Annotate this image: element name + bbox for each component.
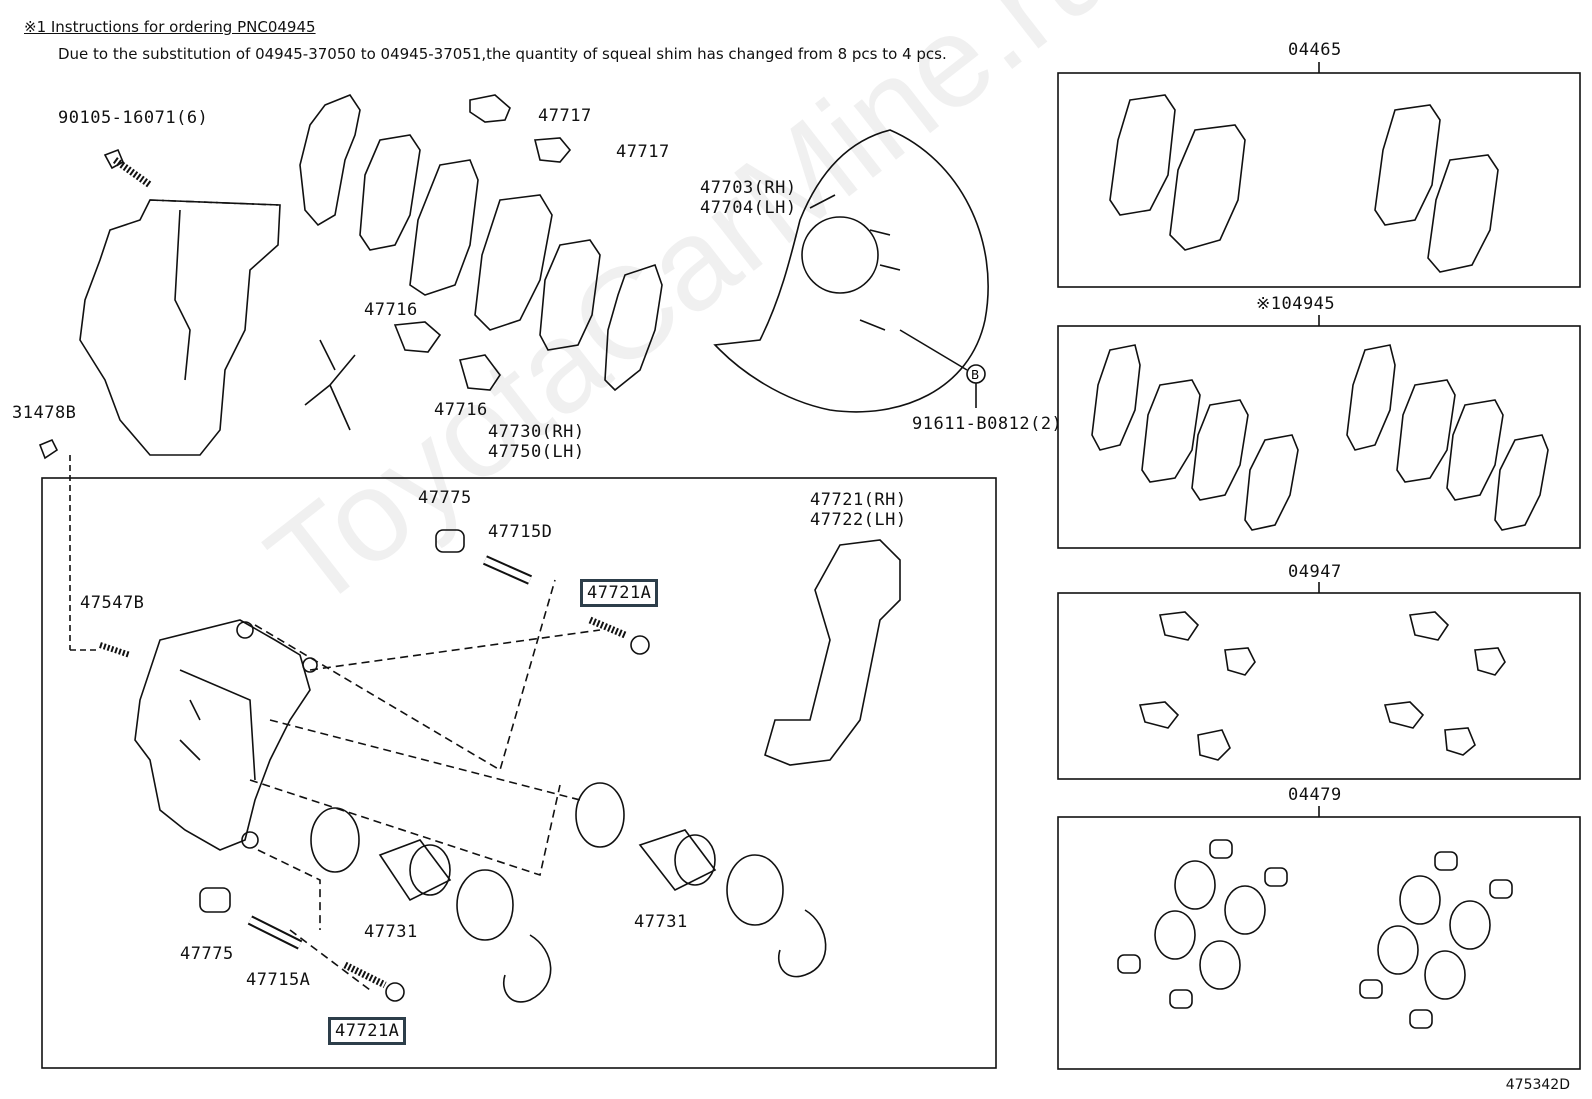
- seal-1: [310, 807, 360, 873]
- label-kit-04947: 04947: [1288, 562, 1342, 582]
- label-47775-bottom: 47775: [180, 944, 234, 964]
- label-47775-top: 47775: [418, 488, 472, 508]
- kit-04947-clip-4: [1197, 729, 1231, 761]
- piston-47731-b: [638, 829, 717, 892]
- kit-04945-shim-3: [1191, 399, 1249, 501]
- pad-shim-3: [539, 239, 601, 351]
- bolt-47721a-top: [588, 616, 650, 655]
- label-47715a: 47715A: [246, 970, 311, 990]
- kit-04947-clip-3: [1138, 701, 1180, 729]
- label-47716-a: 47716: [364, 300, 418, 320]
- label-47715d: 47715D: [488, 522, 553, 542]
- kit-04465-pad-3: [1374, 104, 1441, 226]
- label-47717-b: 47717: [616, 142, 670, 162]
- label-caliper-rh: 47730(RH): [488, 422, 585, 442]
- pin-47715a: [247, 915, 303, 950]
- label-dust-cover-lh: 47704(LH): [700, 198, 797, 218]
- boot-seal-2: [726, 854, 784, 926]
- kit-box-04945: [1057, 325, 1581, 549]
- kit-04479-right: [1359, 851, 1513, 1029]
- label-mount-lh: 47722(LH): [810, 510, 907, 530]
- kit-04945-shim-6: [1396, 379, 1456, 483]
- ordering-note-body: Due to the substitution of 04945-37050 t…: [58, 45, 947, 63]
- kit-04947-clip-2: [1224, 647, 1256, 676]
- caliper-mount-bracket: [764, 539, 901, 766]
- kit-04465-pad-2: [1169, 124, 1246, 251]
- kit-04947-clip-5: [1409, 611, 1450, 641]
- kit-04479-left: [1117, 839, 1288, 1009]
- label-47731-b: 47731: [634, 912, 688, 932]
- label-47717-a: 47717: [538, 106, 592, 126]
- label-47721a-bottom: 47721A: [328, 1017, 407, 1045]
- label-dust-cover-rh: 47703(RH): [700, 178, 797, 198]
- kit-04465-pad-1: [1109, 94, 1176, 216]
- pad-shim-4: [604, 263, 663, 392]
- figure-reference: 475342D: [1505, 1077, 1570, 1093]
- seal-2: [575, 782, 625, 848]
- kit-04945-shim-8: [1494, 434, 1549, 531]
- kit-box-04947: [1057, 592, 1581, 780]
- kit-04945-shim-1: [1091, 344, 1141, 451]
- kit-box-04479: [1057, 816, 1581, 1070]
- label-caliper-lh: 47750(LH): [488, 442, 585, 462]
- label-47547b: 47547B: [80, 593, 145, 613]
- kit-04947-clip-6: [1474, 647, 1506, 676]
- boot-seal-1: [456, 869, 514, 941]
- pin-47715d: [482, 555, 533, 585]
- bolt-47721a-bottom: [343, 961, 405, 1002]
- steering-knuckle: [79, 199, 281, 456]
- label-screw-b: 91611-B0812(2): [912, 414, 1063, 434]
- label-bolt-top: 90105-16071(6): [58, 108, 209, 128]
- pad-shim-1: [299, 94, 361, 227]
- clip-47717-b: [533, 137, 572, 163]
- label-kit-04465: 04465: [1288, 40, 1342, 60]
- pad-1: [409, 159, 479, 296]
- bleeder-screw-47547b: [99, 642, 131, 658]
- kit-04945-shim-4: [1244, 434, 1299, 531]
- boot-47775-top: [435, 529, 465, 553]
- boot-47775-bottom: [199, 887, 231, 913]
- clip-47717-a: [469, 94, 511, 123]
- retaining-ring-2: [778, 909, 827, 978]
- label-kit-04945: ※104945: [1256, 294, 1336, 314]
- retaining-ring-1: [503, 934, 552, 1003]
- kit-box-04465: [1057, 72, 1581, 288]
- kit-04945-shim-7: [1446, 399, 1504, 501]
- kit-04947-clip-8: [1444, 727, 1476, 756]
- pad-shim-2: [359, 134, 421, 251]
- pad-2: [474, 194, 553, 331]
- piston-47731-a: [378, 839, 452, 902]
- kit-04947-clip-7: [1383, 701, 1425, 729]
- caliper-assembly-box: [41, 477, 997, 1069]
- bolt-90105-16071: [103, 148, 153, 188]
- label-47721a-top: 47721A: [580, 579, 659, 607]
- label-47716-b: 47716: [434, 400, 488, 420]
- kit-04945-shim-2: [1141, 379, 1201, 483]
- anti-rattle-spring: [304, 339, 356, 431]
- caliper-body: [134, 619, 318, 851]
- label-47731-a: 47731: [364, 922, 418, 942]
- label-kit-04479: 04479: [1288, 785, 1342, 805]
- bleeder-cap-31478b: [38, 438, 59, 460]
- dust-cover-47703-47704: [713, 129, 989, 413]
- kit-04945-shim-5: [1346, 344, 1396, 451]
- ordering-note-title: ※1 Instructions for ordering PNC04945: [24, 18, 316, 36]
- clip-47716-a: [393, 321, 442, 353]
- label-31478b: 31478B: [12, 403, 77, 423]
- kit-04465-pad-4: [1427, 154, 1499, 273]
- kit-04947-clip-1: [1159, 611, 1200, 641]
- clip-47716-b: [458, 354, 501, 391]
- callout-b: B: [971, 368, 979, 382]
- label-mount-rh: 47721(RH): [810, 490, 907, 510]
